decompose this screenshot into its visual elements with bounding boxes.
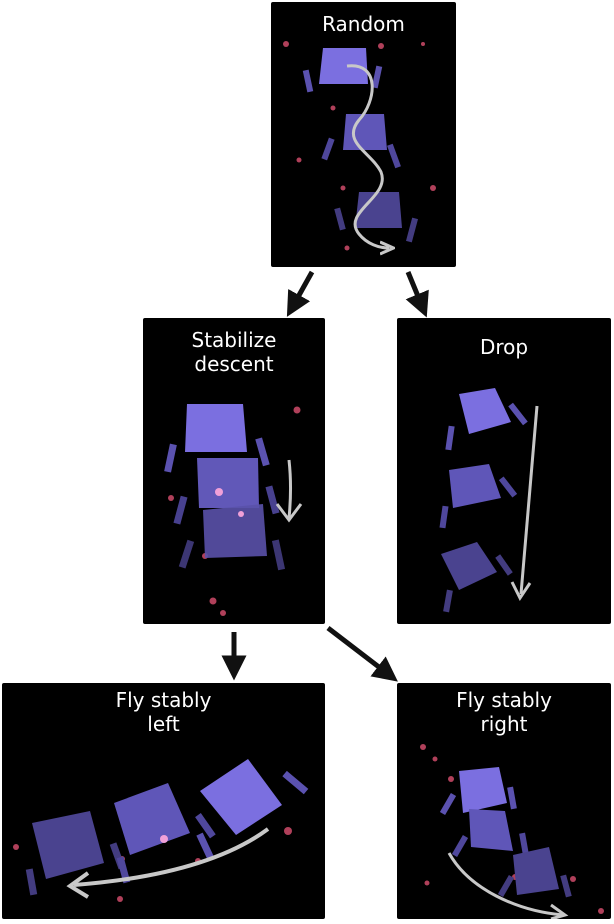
particle <box>432 756 438 762</box>
particle <box>340 185 346 191</box>
panel-random: Random <box>271 2 456 267</box>
drone-1 <box>196 759 309 861</box>
drone-1 <box>445 388 528 451</box>
panel-title: Stabilize descent <box>191 328 277 376</box>
particle <box>378 43 384 49</box>
particle <box>13 844 19 850</box>
particle <box>284 827 292 835</box>
particle <box>598 908 604 914</box>
panel-title: Random <box>322 12 405 36</box>
fly-left-scene <box>13 759 309 902</box>
random-scene <box>283 41 436 267</box>
fly-right-path-arrow <box>447 852 564 917</box>
fly-right-scene <box>420 744 604 919</box>
particle <box>430 185 436 191</box>
particle <box>421 42 425 46</box>
particle <box>168 495 174 501</box>
particle <box>209 597 217 605</box>
arrow-random-to-stabilize <box>286 270 315 317</box>
stabilize-scene <box>164 404 303 616</box>
panel-drop: Drop <box>397 318 611 624</box>
particle <box>293 406 301 414</box>
arrow-stabilize-to-right <box>326 626 398 682</box>
stabilize-arrowhead <box>275 503 303 523</box>
panel-fly-stably-left: Fly stably left <box>2 683 325 919</box>
particle <box>420 744 426 750</box>
random-path-arrow <box>346 64 389 248</box>
particle <box>117 896 123 902</box>
particle <box>160 835 168 843</box>
particle <box>570 876 576 882</box>
drop-scene <box>439 388 539 613</box>
particle <box>220 610 226 616</box>
drop-path-arrow <box>519 405 539 595</box>
drone-3 <box>441 542 513 613</box>
drone-1 <box>302 48 383 93</box>
particle <box>283 41 289 47</box>
particle <box>330 105 336 111</box>
drop-arrowhead <box>510 581 532 601</box>
fly-right-arrowhead <box>550 903 569 919</box>
particle <box>215 488 223 496</box>
particle <box>238 511 244 517</box>
fly-left-arrowhead <box>66 871 90 899</box>
drone-1 <box>164 404 270 473</box>
drone-3 <box>25 811 126 896</box>
drone-3 <box>497 847 572 898</box>
drone-2 <box>114 783 216 884</box>
panel-title: Drop <box>479 335 529 359</box>
particle <box>296 157 302 163</box>
drone-2 <box>173 458 280 525</box>
particle <box>344 245 350 251</box>
panel-stabilize-descent: Stabilize descent <box>143 318 325 624</box>
drone-2 <box>439 464 518 529</box>
fly-left-path-arrow <box>73 827 270 887</box>
panel-fly-stably-right: Fly stably right <box>397 683 611 919</box>
drone-1 <box>439 767 517 816</box>
arrow-random-to-drop <box>405 271 429 318</box>
panel-title: Fly stably left <box>115 688 212 736</box>
particle <box>424 880 430 886</box>
drone-3 <box>334 192 419 243</box>
drone-2 <box>321 114 401 169</box>
particle <box>448 776 454 782</box>
drone-3 <box>178 504 286 571</box>
drone-2 <box>451 809 529 858</box>
panel-title: Fly stably right <box>456 688 552 736</box>
stabilize-path-arrow <box>287 459 292 519</box>
